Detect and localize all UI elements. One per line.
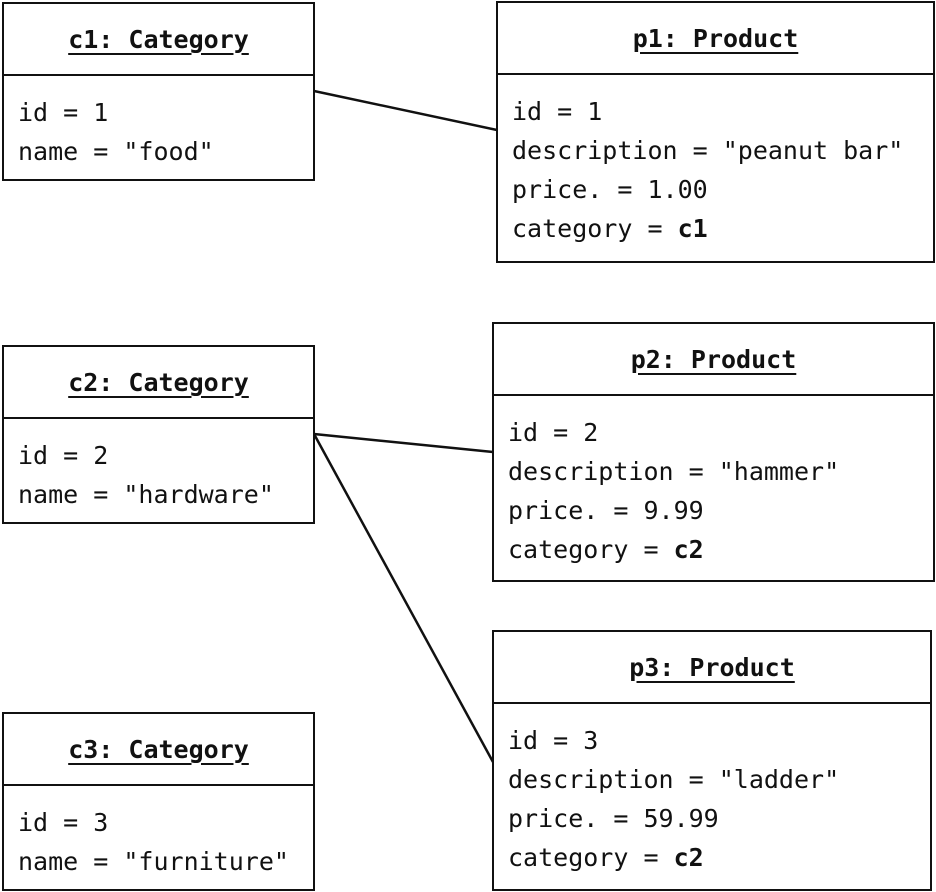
object-title: c1: Category xyxy=(68,24,249,54)
object-p2-product: p2: Product id = 2 description = "hammer… xyxy=(492,322,935,582)
attribute-id: id = 1 xyxy=(18,98,109,127)
object-header: p2: Product xyxy=(494,324,933,396)
object-c2-category: c2: Category id = 2 name = "hardware" xyxy=(2,345,315,524)
attribute-id: id = 1 xyxy=(512,97,603,126)
object-header: c1: Category xyxy=(4,4,313,76)
object-attributes: id = 1 name = "food" xyxy=(4,76,313,171)
object-c3-category: c3: Category id = 3 name = "furniture" xyxy=(2,712,315,891)
attribute-price: price. = 1.00 xyxy=(512,175,708,204)
link-c1-p1 xyxy=(313,89,498,132)
attribute-description: description = "hammer" xyxy=(508,457,840,486)
object-c1-category: c1: Category id = 1 name = "food" xyxy=(2,2,315,181)
category-reference: c2 xyxy=(673,535,704,564)
attribute-category: category = c2 xyxy=(508,838,930,877)
object-p3-product: p3: Product id = 3 description = "ladder… xyxy=(492,630,932,891)
attribute-price: price. = 9.99 xyxy=(508,496,704,525)
attribute-name: name = "furniture" xyxy=(18,847,289,876)
attribute-id: id = 3 xyxy=(18,808,109,837)
object-attributes: id = 2 name = "hardware" xyxy=(4,419,313,514)
attribute-category-label: category = xyxy=(512,214,678,243)
attribute-category: category = c1 xyxy=(512,209,933,248)
object-title: p2: Product xyxy=(630,344,797,374)
attribute-id: id = 3 xyxy=(508,726,599,755)
object-header: p3: Product xyxy=(494,632,930,704)
object-header: c2: Category xyxy=(4,347,313,419)
object-header: c3: Category xyxy=(4,714,313,786)
attribute-name: name = "hardware" xyxy=(18,480,274,509)
attribute-description: description = "ladder" xyxy=(508,765,840,794)
attribute-name: name = "food" xyxy=(18,137,214,166)
link-c2-p3 xyxy=(312,433,495,763)
attribute-category-label: category = xyxy=(508,843,674,872)
link-c2-p2 xyxy=(313,432,494,454)
object-title: p1: Product xyxy=(632,23,799,53)
object-p1-product: p1: Product id = 1 description = "peanut… xyxy=(496,1,935,263)
attribute-id: id = 2 xyxy=(18,441,109,470)
attribute-description: description = "peanut bar" xyxy=(512,136,904,165)
object-header: p1: Product xyxy=(498,3,933,75)
attribute-category: category = c2 xyxy=(508,530,933,569)
category-reference: c1 xyxy=(677,214,708,243)
attribute-price: price. = 59.99 xyxy=(508,804,719,833)
attribute-id: id = 2 xyxy=(508,418,599,447)
object-attributes: id = 2 description = "hammer" price. = 9… xyxy=(494,396,933,569)
object-title: c2: Category xyxy=(68,367,249,397)
object-attributes: id = 3 description = "ladder" price. = 5… xyxy=(494,704,930,877)
object-attributes: id = 3 name = "furniture" xyxy=(4,786,313,881)
object-attributes: id = 1 description = "peanut bar" price.… xyxy=(498,75,933,248)
attribute-category-label: category = xyxy=(508,535,674,564)
object-title: c3: Category xyxy=(68,734,249,764)
object-title: p3: Product xyxy=(629,652,795,682)
category-reference: c2 xyxy=(673,843,704,872)
